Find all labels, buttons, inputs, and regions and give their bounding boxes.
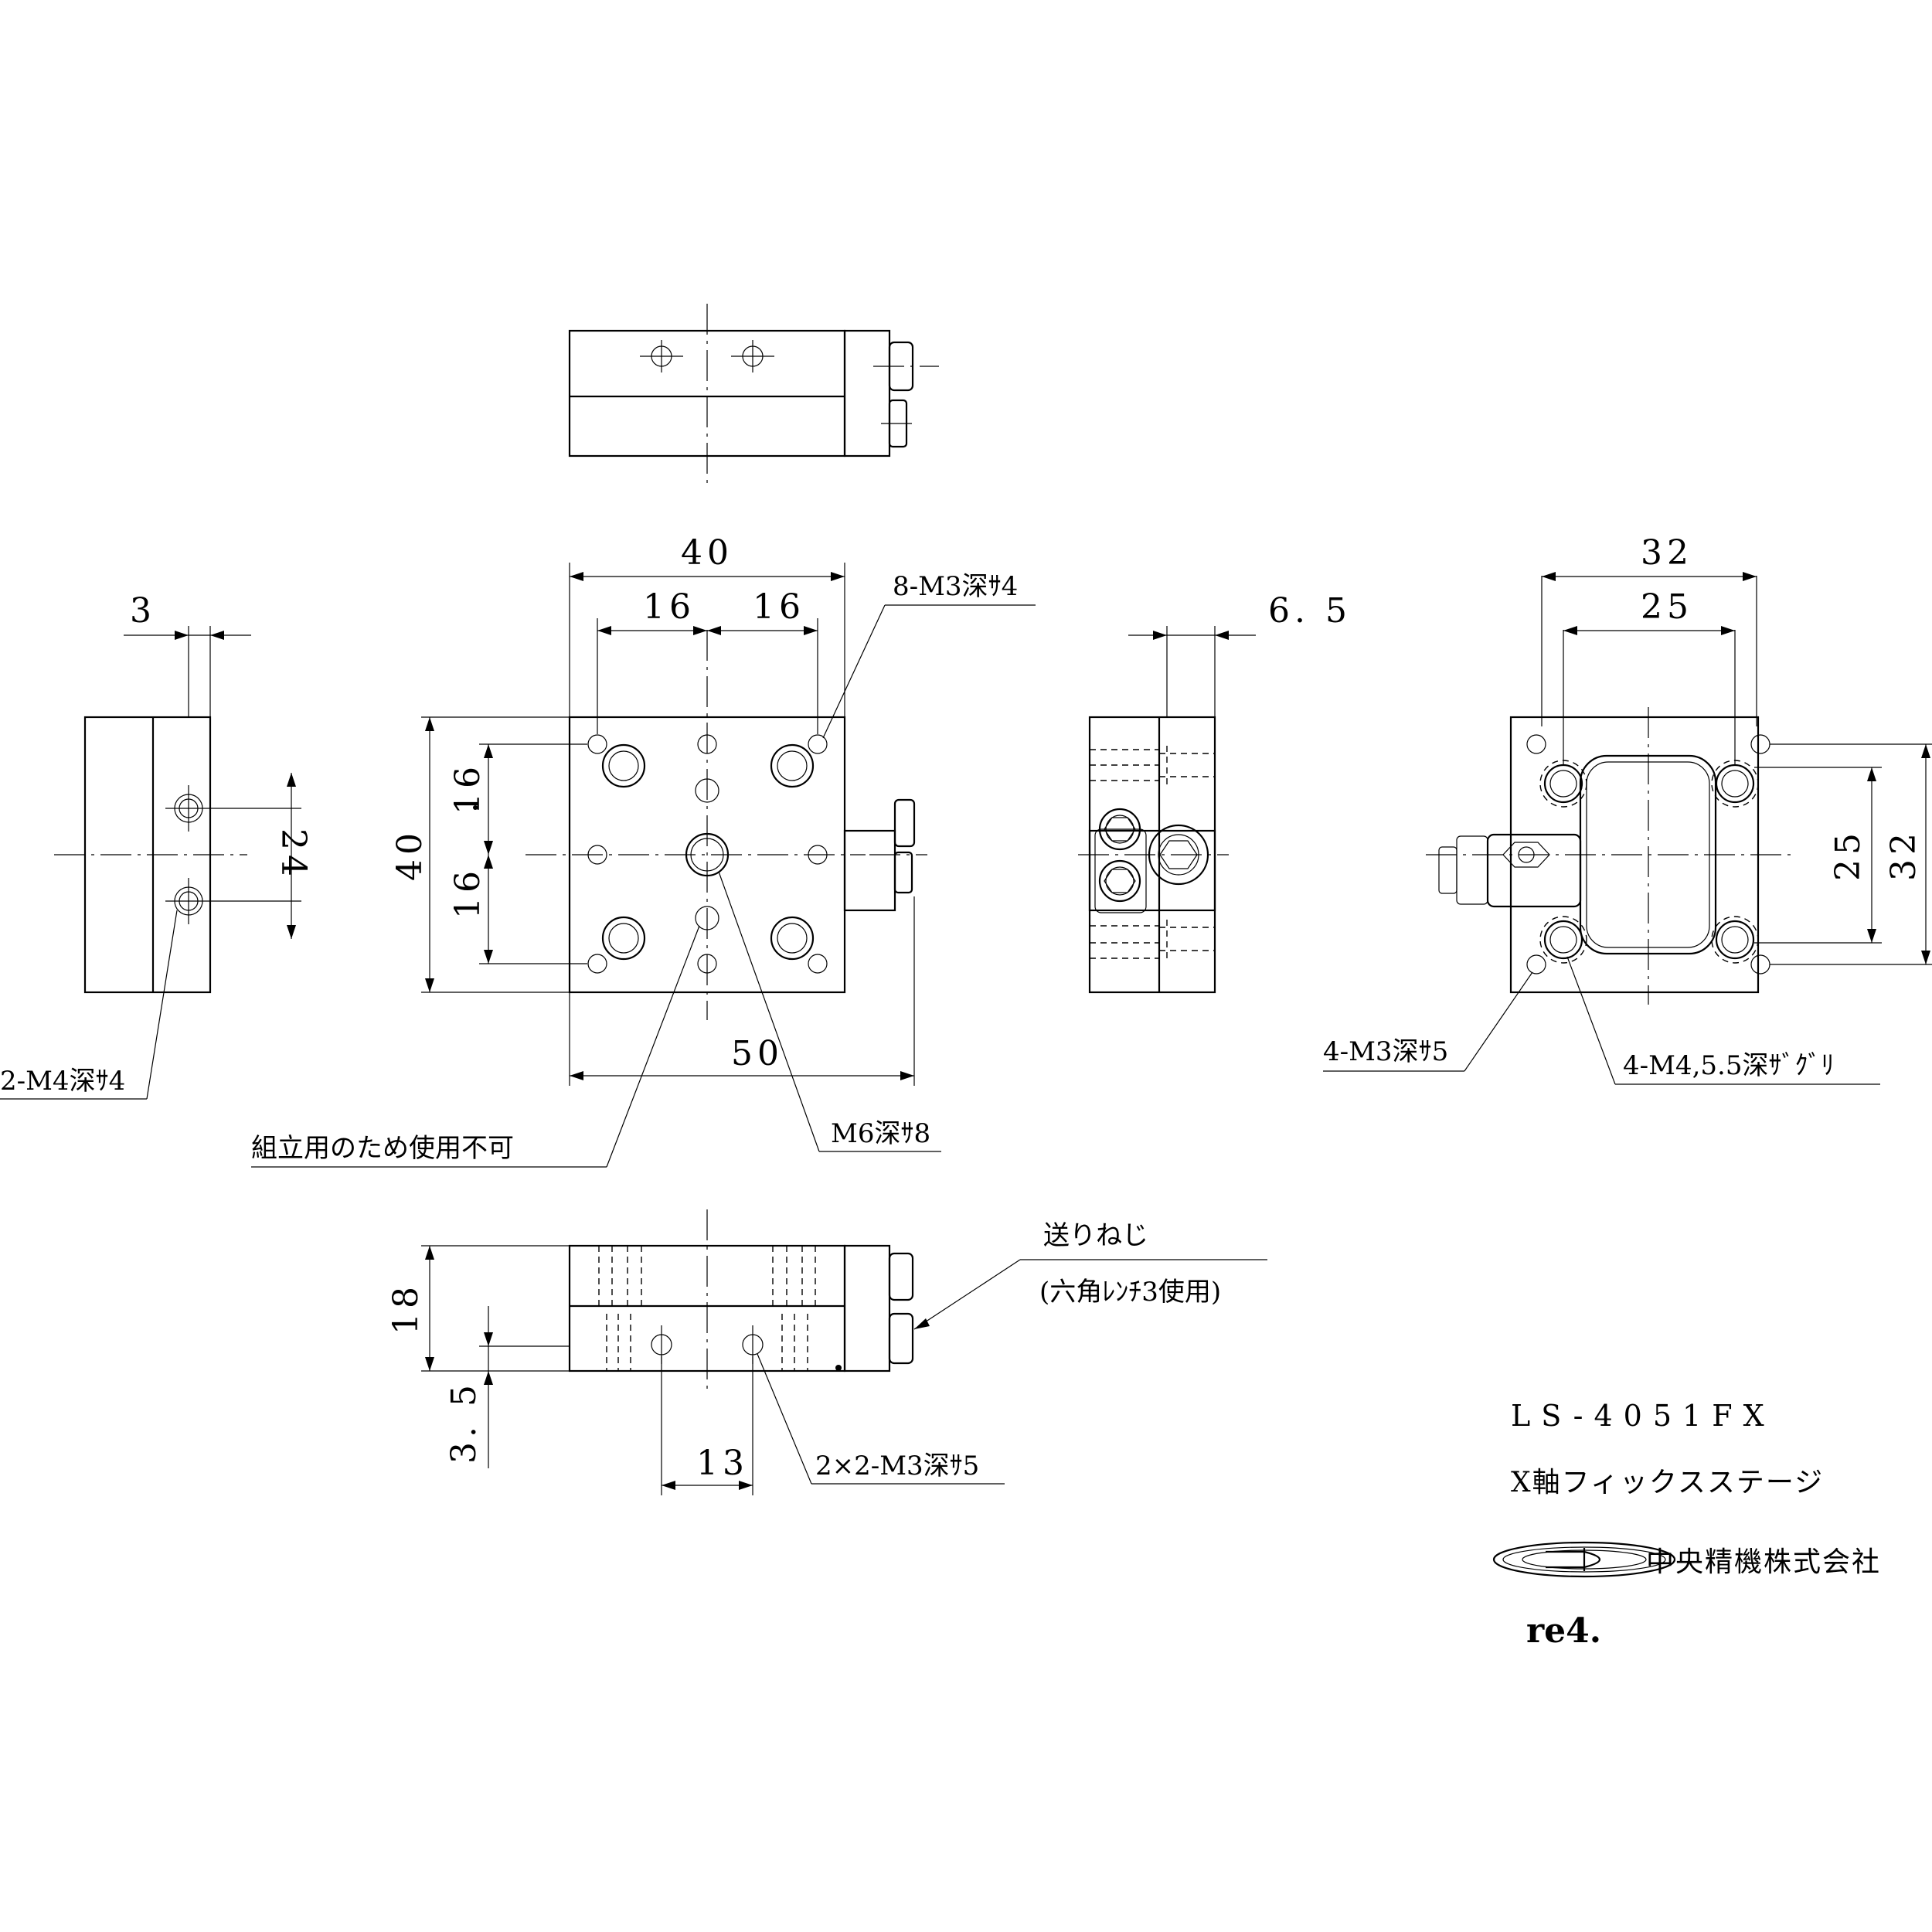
dimension-labels: 40 16 16 40 16 16 50 3 24 6. 5 32 25 25 … <box>130 533 1923 1483</box>
dim-6-5: 6. 5 <box>1268 591 1352 631</box>
note-assembly: 組立用のため使用不可 <box>251 1133 514 1164</box>
note-8-m3: 8-M3深ｻ4 <box>893 571 1018 602</box>
model-description: X軸フィックスステージ <box>1511 1467 1824 1498</box>
note-feed-screw: 送りねじ <box>1043 1220 1148 1251</box>
top-view <box>251 563 1036 1168</box>
dim-16-upper: 16 <box>448 762 488 815</box>
top-side-view <box>568 304 939 483</box>
dim-25-height: 25 <box>1828 828 1868 881</box>
dim-32-width: 32 <box>1641 533 1693 573</box>
left-side-view <box>0 626 301 1100</box>
dim-13: 13 <box>696 1444 749 1483</box>
company-name: 中央精機株式会社 <box>1646 1546 1881 1578</box>
note-4-m4: 4-M4,5.5深ｻﾞｸﾞﾘ <box>1623 1050 1834 1081</box>
note-m6: M6深ｻ8 <box>831 1118 930 1149</box>
annotations: 8-M3深ｻ4 2-M4深ｻ4 組立用のため使用不可 M6深ｻ8 4-M3深ｻ5… <box>0 571 1834 1481</box>
end-view <box>1078 626 1256 994</box>
dim-50: 50 <box>731 1034 784 1073</box>
dim-16-lower: 16 <box>448 866 488 919</box>
note-2x2-m3: 2×2-M3深ｻ5 <box>815 1451 979 1481</box>
dim-16-left: 16 <box>643 587 696 627</box>
dim-3-5: 3. 5 <box>444 1380 484 1464</box>
dim-40-left: 40 <box>390 828 430 881</box>
company-logo <box>1492 1541 1676 1578</box>
front-view <box>421 1209 1267 1495</box>
dim-32-height: 32 <box>1884 828 1923 881</box>
bottom-view <box>1323 572 1932 1085</box>
dim-25-width: 25 <box>1641 587 1693 627</box>
revision: re4. <box>1526 1611 1601 1651</box>
dim-18: 18 <box>386 1282 426 1335</box>
dim-40-top: 40 <box>681 533 733 573</box>
dim-3: 3 <box>130 591 156 631</box>
note-hex-wrench: (六角ﾚﾝﾁ3使用) <box>1039 1277 1221 1308</box>
dim-24: 24 <box>274 828 313 881</box>
model-number: LS-4051FX <box>1511 1399 1775 1433</box>
title-block: LS-4051FX X軸フィックスステージ 中央精機株式会社 re4. <box>1492 1399 1881 1651</box>
note-2-m4: 2-M4深ｻ4 <box>0 1066 125 1097</box>
dim-16-right: 16 <box>753 587 805 627</box>
note-4-m3: 4-M3深ｻ5 <box>1323 1036 1448 1067</box>
